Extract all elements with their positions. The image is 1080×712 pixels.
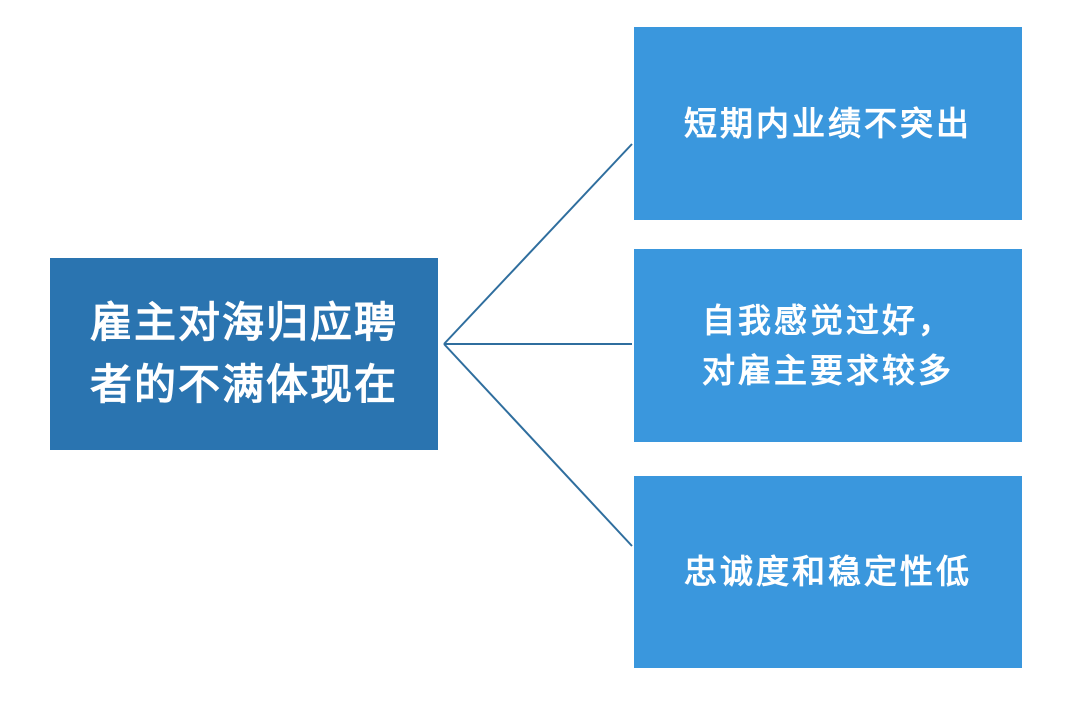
connector-to-branch-1 bbox=[443, 143, 633, 345]
connector-to-branch-3 bbox=[443, 343, 633, 547]
branch-node-self-perception: 自我感觉过好， 对雇主要求较多 bbox=[634, 249, 1022, 442]
root-node: 雇主对海归应聘 者的不满体现在 bbox=[50, 258, 438, 450]
branch-node-label: 短期内业绩不突出 bbox=[684, 103, 972, 143]
branch-node-loyalty-stability: 忠诚度和稳定性低 bbox=[634, 476, 1022, 668]
root-node-label: 雇主对海归应聘 者的不满体现在 bbox=[89, 298, 398, 409]
branch-node-short-term-performance: 短期内业绩不突出 bbox=[634, 27, 1022, 220]
branch-node-label: 忠诚度和稳定性低 bbox=[684, 552, 972, 591]
branch-node-label: 自我感觉过好， 对雇主要求较多 bbox=[702, 300, 954, 390]
